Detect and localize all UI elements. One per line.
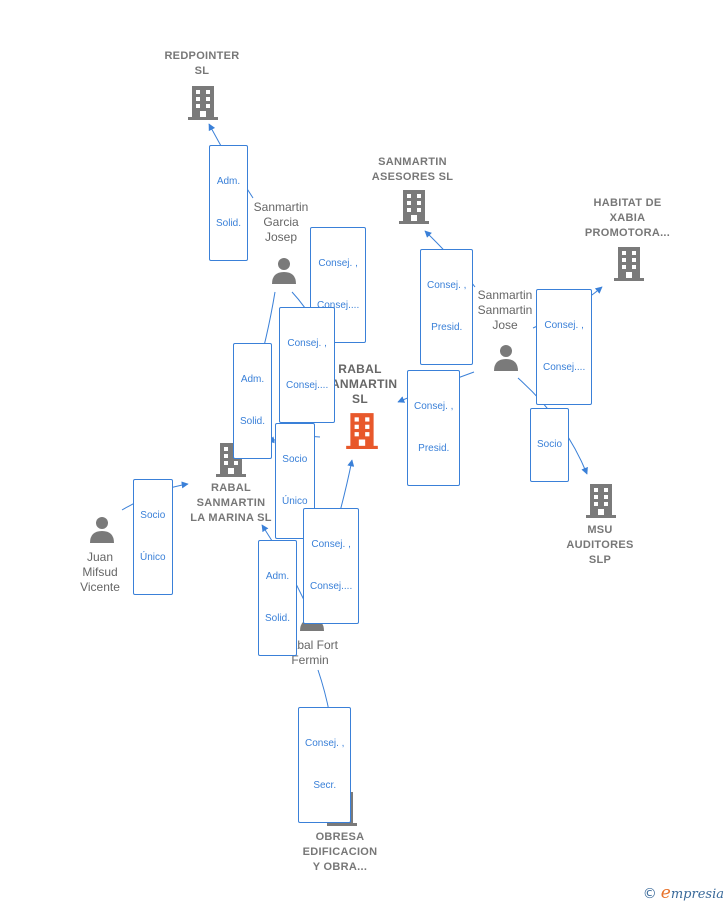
label-line: REDPOINTER — [164, 50, 240, 62]
node-label-rabal-sanmartin[interactable]: RABAL SANMARTIN SL — [310, 362, 410, 407]
edge-label-line: Solid. — [216, 218, 242, 229]
edge-label-line: Consej. , — [287, 338, 327, 349]
label-line: LA MARINA SL — [190, 512, 272, 524]
person-icon[interactable] — [270, 256, 298, 289]
edge-label-adm-solid[interactable]: Adm. Solid. — [258, 540, 298, 656]
building-icon[interactable] — [399, 188, 429, 229]
label-line: XABIA — [609, 212, 646, 224]
edge-label-line: Socio — [537, 439, 563, 450]
edge-label-line: Presid. — [431, 322, 463, 333]
edge-label-consej[interactable]: Consej. , Consej.... — [303, 508, 360, 624]
edge-label-line: Consej.... — [310, 581, 353, 592]
label-line: SANMARTIN — [196, 497, 266, 509]
building-icon[interactable] — [346, 411, 378, 454]
node-label-habitat[interactable]: HABITAT DE XABIA PROMOTORA... — [575, 196, 680, 241]
node-label-sanmartin-asesores[interactable]: SANMARTIN ASESORES SL — [360, 155, 465, 185]
node-label-sanmartin-jose[interactable]: Sanmartin Sanmartin Jose — [460, 288, 550, 333]
label-line: OBRESA — [315, 831, 365, 843]
label-line: SLP — [588, 554, 612, 566]
edge-label-line: Único — [282, 496, 308, 507]
edge-label-consej-presid[interactable]: Consej. , Presid. — [420, 249, 474, 365]
edge-label-adm-solid[interactable]: Adm. Solid. — [233, 343, 273, 459]
edge-label-line: Consej. , — [311, 539, 351, 550]
edge-label-adm-solid[interactable]: Adm. Solid. — [209, 145, 249, 261]
node-label-redpointer[interactable]: REDPOINTER SL — [152, 49, 252, 79]
node-label-msu[interactable]: MSU AUDITORES SLP — [550, 523, 650, 568]
edge-label-line: Solid. — [265, 613, 291, 624]
edge-label-socio[interactable]: Socio — [530, 408, 570, 482]
copyright-icon: © — [642, 886, 657, 902]
edge-label-line: Consej. , — [318, 258, 358, 269]
label-line: Josep — [264, 230, 298, 244]
person-icon[interactable] — [492, 343, 520, 376]
edge-label-line: Socio — [140, 510, 166, 521]
label-line: Jose — [492, 318, 518, 332]
label-line: Vicente — [80, 580, 120, 594]
building-icon[interactable] — [614, 245, 644, 286]
brand-initial: e — [660, 883, 671, 903]
edge-label-line: Consej. , — [305, 738, 345, 749]
label-line: SANMARTIN — [322, 377, 398, 391]
building-icon[interactable] — [586, 482, 616, 523]
node-label-rabal-marina[interactable]: RABAL SANMARTIN LA MARINA SL — [176, 481, 286, 526]
label-line: RABAL — [338, 362, 382, 376]
node-label-juan-mifsud[interactable]: Juan Mifsud Vicente — [55, 550, 145, 595]
edge-label-line: Adm. — [216, 176, 241, 187]
label-line: EDIFICACION — [302, 846, 378, 858]
label-line: SL — [194, 65, 210, 77]
edge-label-line: Solid. — [240, 416, 266, 427]
edge-label-line: Consej. , — [544, 320, 584, 331]
edge-label-line: Secr. — [313, 780, 337, 791]
edge-label-line: Socio — [282, 454, 308, 465]
edge-label-line: Presid. — [418, 443, 450, 454]
label-line: Sanmartin — [253, 200, 309, 214]
label-line: Y OBRA... — [312, 861, 368, 873]
edge-label-line: Consej. , — [414, 401, 454, 412]
edge-label-line: Consej.... — [543, 362, 586, 373]
label-line: Sanmartin — [477, 288, 533, 302]
edge-label-consej[interactable]: Consej. , Consej.... — [279, 307, 336, 423]
edge-label-socio-unico[interactable]: Socio Único — [133, 479, 173, 595]
node-label-obresa[interactable]: OBRESA EDIFICACION Y OBRA... — [290, 830, 390, 875]
building-icon[interactable] — [188, 84, 218, 125]
label-line: Fermin — [291, 653, 329, 667]
label-line: Sanmartin — [477, 303, 533, 317]
edge-label-line: Adm. — [240, 374, 265, 385]
label-line: Garcia — [263, 215, 299, 229]
edge-label-consej-secr[interactable]: Consej. , Secr. — [298, 707, 352, 823]
label-line: PROMOTORA... — [584, 227, 671, 239]
edge-label-line: Adm. — [265, 571, 290, 582]
edge-label-consej-presid[interactable]: Consej. , Presid. — [407, 370, 461, 486]
edge-label-line: Consej.... — [286, 380, 329, 391]
label-line: MSU — [587, 524, 613, 536]
edge-label-line: Consej.... — [317, 300, 360, 311]
brand-name: mpresia — [670, 887, 724, 902]
edge-label-consej[interactable]: Consej. , Consej.... — [536, 289, 593, 405]
label-line: AUDITORES — [566, 539, 634, 551]
edge-label-line: Consej. , — [427, 280, 467, 291]
label-line: Mifsud — [82, 565, 118, 579]
label-line: SANMARTIN — [378, 156, 447, 168]
label-line: ASESORES SL — [371, 171, 454, 183]
label-line: HABITAT DE — [593, 197, 662, 209]
brand-logo: ©empresia — [643, 883, 724, 903]
label-line: SL — [352, 392, 368, 406]
node-label-sanmartin-garcia[interactable]: Sanmartin Garcia Josep — [236, 200, 326, 245]
label-line: RABAL — [211, 482, 251, 494]
label-line: Juan — [86, 550, 114, 564]
person-icon[interactable] — [88, 515, 116, 548]
edge-label-line: Único — [140, 552, 166, 563]
